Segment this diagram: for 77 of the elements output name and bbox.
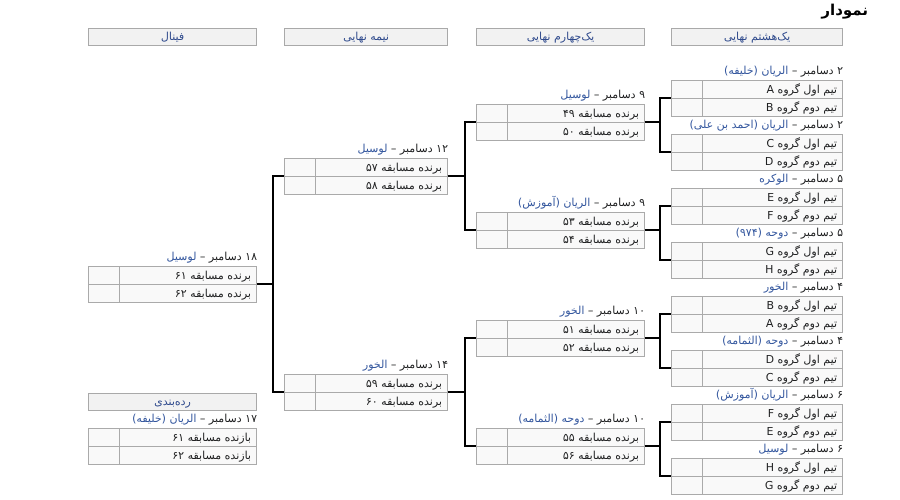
team-cell: تیم دوم گروه H	[702, 260, 843, 279]
team-cell: تیم دوم گروه D	[702, 152, 843, 171]
venue-link: دوحه (الثمامه)	[518, 412, 584, 425]
team-cell: برنده مسابقه ۵۸	[315, 176, 448, 195]
match-date: ۲ دسامبر –	[792, 64, 843, 77]
team-cell: تیم دوم گروه E	[702, 422, 843, 441]
venue-link: الخور	[560, 304, 584, 317]
venue-link: الریان (آموزش)	[716, 388, 788, 401]
team-cell: برنده مسابقه ۶۱	[119, 266, 257, 285]
match-date: ۹ دسامبر –	[594, 88, 645, 101]
team-cell: بازنده مسابقه ۶۲	[119, 446, 257, 465]
team-cell: تیم اول گروه H	[702, 458, 843, 477]
match-date: ۵ دسامبر –	[792, 172, 843, 185]
team-cell: تیم اول گروه B	[702, 296, 843, 315]
team-cell: برنده مسابقه ۵۷	[315, 158, 448, 177]
round-header: یک‌چهارم نهایی	[476, 28, 645, 46]
venue-link: لوسیل	[166, 250, 196, 263]
venue-link: الریان (احمد بن علی)	[689, 118, 788, 131]
round-header: فینال	[88, 28, 257, 46]
team-cell: برنده مسابقه ۵۳	[507, 212, 645, 231]
venue-link: الریان (خلیفه)	[132, 412, 196, 425]
team-cell: برنده مسابقه ۶۰	[315, 392, 448, 411]
venue-link: لوسیل	[560, 88, 590, 101]
venue-link: الخور	[764, 280, 788, 293]
team-cell: برنده مسابقه ۵۱	[507, 320, 645, 339]
bracket-line	[645, 445, 671, 477]
match-date: ۱۸ دسامبر –	[200, 250, 257, 263]
team-cell: تیم اول گروه A	[702, 80, 843, 99]
team-cell: برنده مسابقه ۵۲	[507, 338, 645, 357]
venue-link: الریان (آموزش)	[518, 196, 590, 209]
match-date: ۱۰ دسامبر –	[588, 412, 645, 425]
team-cell: تیم اول گروه F	[702, 404, 843, 423]
match-date: ۶ دسامبر –	[792, 442, 843, 455]
team-cell: برنده مسابقه ۵۰	[507, 122, 645, 141]
round-header: یک‌هشتم نهایی	[671, 28, 843, 46]
team-cell: برنده مسابقه ۵۹	[315, 374, 448, 393]
bracket-line	[257, 283, 284, 393]
title: نمودار	[821, 0, 868, 20]
match-date: ۱۴ دسامبر –	[390, 358, 448, 371]
venue-link: دوحه (الثمامه)	[722, 334, 788, 347]
round-header: نیمه نهایی	[284, 28, 448, 46]
team-cell: تیم دوم گروه F	[702, 206, 843, 225]
bracket-line	[448, 175, 476, 231]
bracket-line	[645, 229, 671, 261]
match-date: ۲ دسامبر –	[792, 118, 843, 131]
team-cell: تیم اول گروه D	[702, 350, 843, 369]
team-cell: تیم اول گروه E	[702, 188, 843, 207]
bracket-line	[448, 391, 476, 447]
venue-link: الخور	[362, 358, 388, 371]
match-date: ۵ دسامبر –	[792, 226, 843, 239]
match-date: ۴ دسامبر –	[792, 334, 843, 347]
round-header: رده‌بندی	[88, 393, 257, 411]
match-date: ۱۲ دسامبر –	[390, 142, 448, 155]
match-date: ۱۰ دسامبر –	[588, 304, 645, 317]
bracket-line	[645, 121, 671, 153]
match-date: ۴ دسامبر –	[792, 280, 843, 293]
team-cell: بازنده مسابقه ۶۱	[119, 428, 257, 447]
team-cell: تیم دوم گروه B	[702, 98, 843, 117]
venue-link: الوکره	[759, 172, 788, 185]
match-date: ۱۷ دسامبر –	[200, 412, 257, 425]
team-cell: برنده مسابقه ۵۶	[507, 446, 645, 465]
team-cell: تیم اول گروه G	[702, 242, 843, 261]
match-date: ۹ دسامبر –	[594, 196, 645, 209]
match-date: ۶ دسامبر –	[792, 388, 843, 401]
venue-link: الریان (خلیفه)	[724, 64, 788, 77]
team-cell: تیم دوم گروه C	[702, 368, 843, 387]
team-cell: تیم دوم گروه A	[702, 314, 843, 333]
team-cell: تیم اول گروه C	[702, 134, 843, 153]
team-cell: برنده مسابقه ۵۵	[507, 428, 645, 447]
bracket-line	[645, 337, 671, 369]
team-cell: تیم دوم گروه G	[702, 476, 843, 495]
team-cell: برنده مسابقه ۴۹	[507, 104, 645, 123]
venue-link: لوسیل	[358, 142, 388, 155]
team-cell: برنده مسابقه ۶۲	[119, 284, 257, 303]
venue-link: لوسیل	[758, 442, 788, 455]
team-cell: برنده مسابقه ۵۴	[507, 230, 645, 249]
venue-link: دوحه (۹۷۴)	[736, 226, 788, 239]
